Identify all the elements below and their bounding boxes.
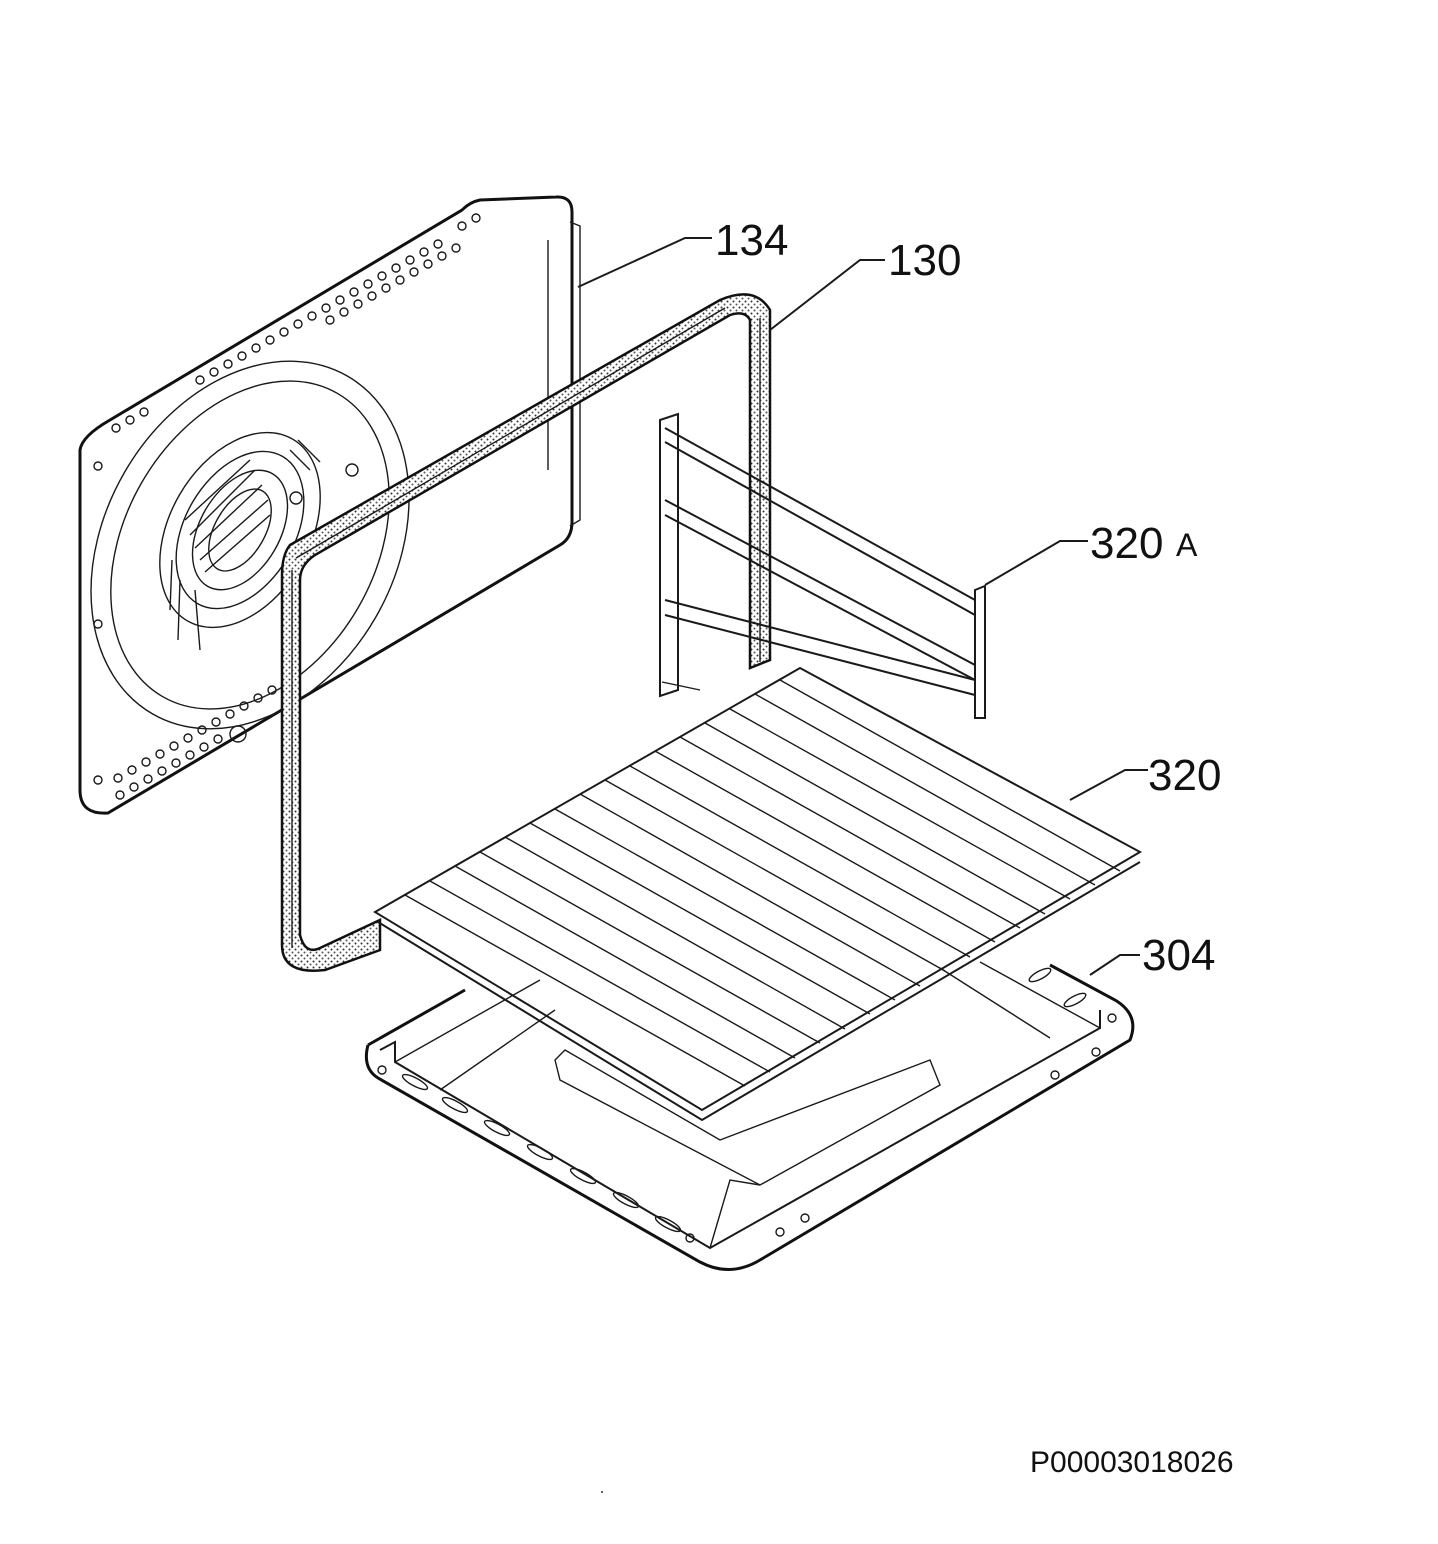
wire-shelf: [373, 666, 1143, 1122]
part-label-320a: 320: [1090, 519, 1163, 568]
tray-slots: [377, 967, 1117, 1243]
drip-tray: [364, 961, 1135, 1272]
part-label-320a-suffix: A: [1176, 527, 1198, 563]
leader-lines: [577, 237, 1148, 976]
speck: [601, 1491, 603, 1493]
part-label-320: 320: [1148, 751, 1221, 800]
fan-circle: [90, 360, 410, 730]
document-number: P00003018026: [1030, 1446, 1234, 1479]
vent-holes-bottom: [93, 461, 277, 800]
back-panel: [78, 195, 581, 815]
part-label-134: 134: [715, 216, 788, 265]
door-seal: [280, 293, 772, 972]
side-rack: [659, 412, 986, 719]
part-label-130: 130: [888, 236, 961, 285]
vent-holes-top: [111, 213, 481, 433]
shelf-wires: [404, 679, 1121, 1087]
part-label-304: 304: [1142, 931, 1215, 980]
